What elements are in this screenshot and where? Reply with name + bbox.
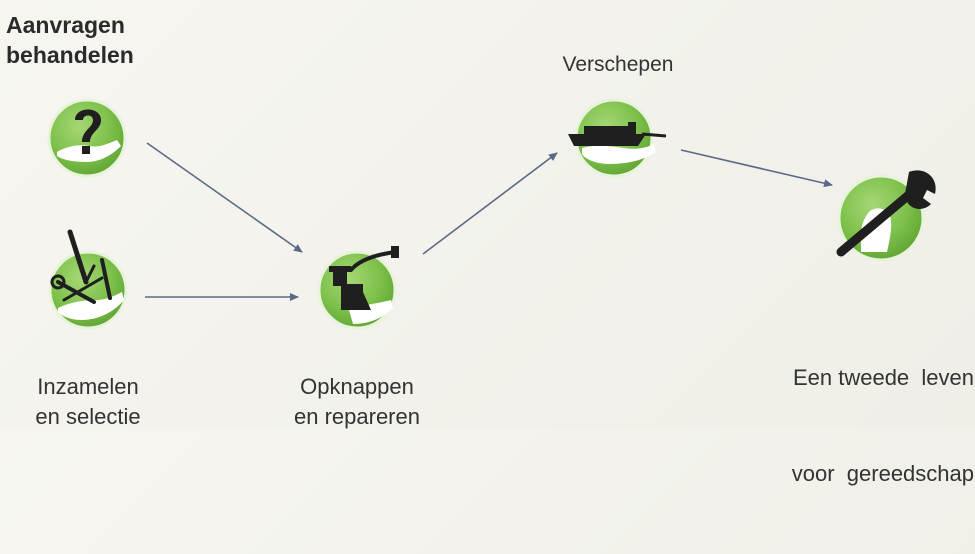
process-diagram: Aanvragen behandelen Inzamelen en select… — [6, 12, 974, 486]
flow-canvas — [47, 98, 936, 330]
arrow-repair-to-ship — [422, 152, 558, 255]
wrench-icon — [836, 170, 936, 262]
tools-icon — [48, 229, 128, 330]
vise-icon — [317, 246, 399, 330]
label-second-life: Een tweede leven voor gereedschap — [791, 365, 974, 486]
ship-icon — [568, 98, 667, 178]
question-mark-icon — [47, 98, 127, 178]
arrow-ship-to-second-life — [680, 149, 833, 188]
label-requests: Aanvragen behandelen — [6, 12, 134, 68]
label-collect: Inzamelen en selectie — [35, 374, 141, 429]
label-repair: Opknappen en repareren — [294, 374, 420, 429]
arrow-requests-to-repair — [146, 142, 303, 253]
label-ship: Verschepen — [562, 53, 674, 76]
